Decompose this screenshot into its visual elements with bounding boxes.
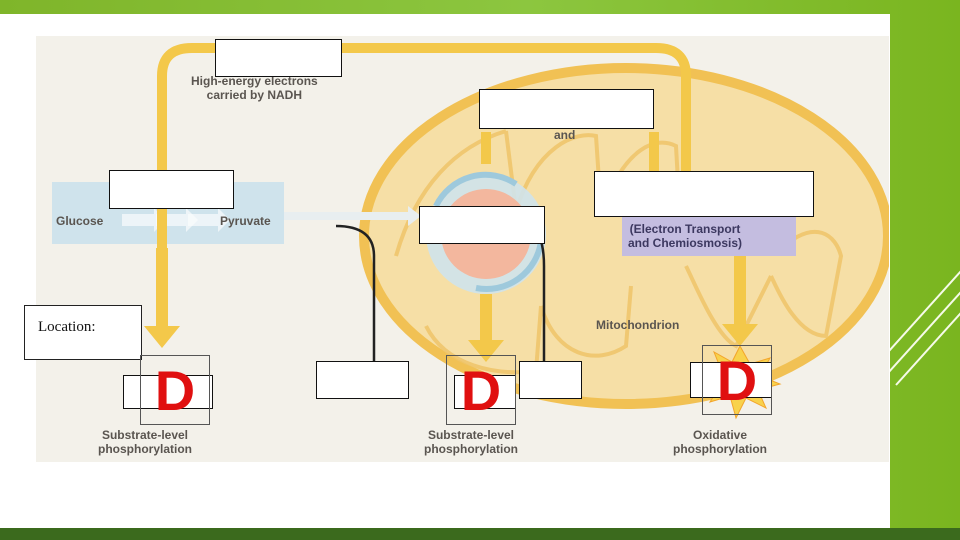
- label-substrate-left: Substrate-level phosphorylation: [98, 428, 192, 456]
- label-nadh: High-energy electrons carried by NADH: [191, 74, 318, 102]
- blank-box-glycolysis-label: [109, 170, 234, 209]
- cellular-respiration-diagram: High-energy electrons carried by NADH an…: [36, 36, 889, 462]
- pyruvate-arrow: [284, 206, 421, 226]
- label-oxidative: Oxidative phosphorylation: [673, 428, 767, 456]
- label-etc: (Electron Transport and Chemiosmosis): [628, 222, 743, 250]
- slide-bottom-bar: [0, 528, 960, 540]
- pyruvate-line: [335, 224, 376, 361]
- atp-down-arrows: [144, 248, 758, 362]
- d-mark-left: D: [140, 355, 210, 425]
- blank-box-co2-left: [316, 361, 409, 399]
- blank-box-krebs-title: [479, 89, 654, 129]
- label-pyruvate: Pyruvate: [220, 214, 271, 228]
- blank-box-atp-left: [123, 375, 213, 409]
- blank-box-etc-title: [594, 171, 814, 217]
- nadh-arrow-loop: [157, 43, 691, 256]
- label-and: and: [554, 128, 576, 142]
- blank-box-co2-right: [519, 361, 582, 399]
- label-mitochondrion: Mitochondrion: [596, 318, 680, 332]
- location-box: Location:: [24, 305, 142, 360]
- d-mark-right: D: [702, 345, 772, 415]
- blank-box-glycolysis-title: [215, 39, 342, 77]
- decor-stripe-3: [895, 235, 960, 386]
- blank-box-atp-right: [690, 362, 772, 398]
- label-glucose: Glucose: [56, 214, 104, 228]
- d-mark-middle: D: [446, 355, 516, 425]
- label-substrate-middle: Substrate-level phosphorylation: [424, 428, 518, 456]
- blank-box-krebs-label: [419, 206, 545, 244]
- location-label: Location:: [38, 319, 96, 335]
